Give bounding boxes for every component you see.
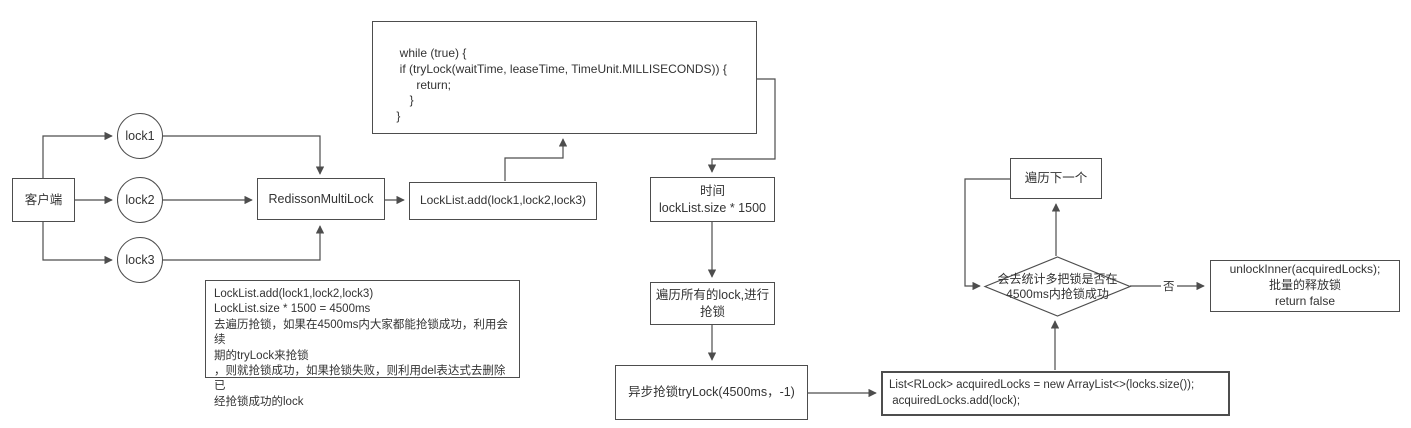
decision-diamond-shape[interactable] [983,256,1132,317]
redisson-multilock-node[interactable]: RedissonMultiLock [257,178,385,220]
time-calc-node[interactable]: 时间 lockList.size * 1500 [650,177,775,222]
note-box[interactable]: LockList.add(lock1,lock2,lock3) LockList… [205,280,520,408]
locklist-add-node[interactable]: LockList.add(lock1,lock2,lock3) [409,182,597,220]
decision-label: 会去统计多把锁是否在 4500ms内抢锁成功 [997,271,1118,301]
iterate-locks-node[interactable]: 遍历所有的lock,进行 抢锁 [650,282,775,325]
edge-lock3-multilock [163,225,325,261]
lock3-node[interactable]: lock3 [117,237,163,283]
async-trylock-node[interactable]: 异步抢锁tryLock(4500ms，-1) [615,365,808,420]
edge-next-decision-loop [964,178,1010,291]
edge-whilecode-timecalc [707,78,776,173]
edge-locklistadd-whilecode [504,138,568,181]
lock2-node[interactable]: lock2 [117,177,163,223]
edge-label-no: 否 [1161,278,1177,294]
edge-client-lock3 [42,222,113,265]
acquired-locks-code-node[interactable]: List<RLock> acquiredLocks = new ArrayLis… [881,371,1230,416]
edge-lock1-multilock [163,135,325,175]
unlock-inner-node[interactable]: unlockInner(acquiredLocks); 批量的释放锁 retur… [1210,260,1400,312]
edge-client-lock1 [42,131,113,178]
client-node[interactable]: 客户端 [12,178,75,222]
next-lock-node[interactable]: 遍历下一个 [1010,158,1102,199]
while-trylock-code-node[interactable]: while (true) { if (tryLock(waitTime, lea… [372,21,757,134]
lock1-node[interactable]: lock1 [117,113,163,159]
